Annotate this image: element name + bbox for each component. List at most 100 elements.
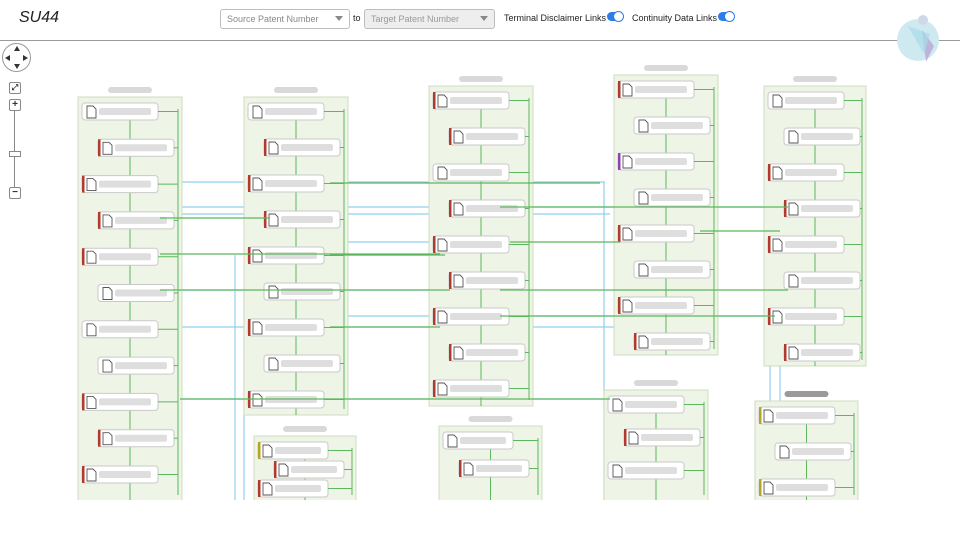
patent-node[interactable]: [432, 379, 510, 398]
patent-node[interactable]: [81, 465, 159, 484]
patent-label-redacted: [115, 434, 167, 442]
top-toolbar: SU44 Source Patent Number to Target Pate…: [0, 0, 960, 62]
patent-node[interactable]: [633, 332, 711, 351]
patent-node[interactable]: [263, 138, 341, 157]
patent-node[interactable]: [97, 356, 175, 375]
patent-label-redacted: [115, 144, 167, 152]
patent-node[interactable]: [458, 459, 530, 478]
continuity-toggle[interactable]: [718, 11, 735, 22]
document-icon: [437, 238, 448, 252]
patent-node[interactable]: [758, 478, 836, 497]
patent-node[interactable]: [81, 247, 159, 266]
document-icon: [437, 166, 448, 180]
patent-node[interactable]: [607, 461, 685, 480]
pan-control[interactable]: [2, 43, 31, 72]
patent-label-redacted: [275, 485, 321, 492]
pan-right-icon[interactable]: [23, 55, 28, 61]
source-patent-placeholder: Source Patent Number: [227, 14, 319, 24]
patent-node[interactable]: [442, 431, 514, 450]
patent-node[interactable]: [617, 152, 695, 171]
document-icon: [772, 238, 783, 252]
document-icon: [268, 141, 279, 155]
patent-family-group: [253, 426, 357, 500]
patent-node[interactable]: [767, 91, 845, 110]
patent-node[interactable]: [774, 442, 852, 461]
pan-up-icon[interactable]: [14, 46, 20, 51]
document-icon: [437, 94, 448, 108]
patent-node[interactable]: [432, 307, 510, 326]
zoom-slider-track[interactable]: [14, 111, 15, 188]
zoom-out-icon[interactable]: −: [9, 187, 21, 199]
patent-label-redacted: [281, 288, 333, 295]
patent-node[interactable]: [607, 395, 685, 414]
patent-node[interactable]: [623, 428, 701, 447]
document-icon: [779, 445, 790, 459]
status-marker: [433, 92, 436, 109]
patent-node[interactable]: [263, 210, 341, 229]
patent-node[interactable]: [767, 235, 845, 254]
patent-node[interactable]: [783, 343, 861, 362]
patent-node[interactable]: [97, 284, 175, 302]
document-icon: [102, 214, 113, 228]
patent-node[interactable]: [432, 163, 510, 182]
patent-node[interactable]: [263, 282, 341, 301]
patent-node[interactable]: [247, 102, 325, 121]
patent-node[interactable]: [448, 343, 526, 362]
group-header-redacted: [459, 76, 503, 82]
patent-node[interactable]: [783, 127, 861, 146]
patent-node[interactable]: [247, 174, 325, 193]
patent-node[interactable]: [432, 235, 510, 254]
document-icon: [86, 468, 97, 482]
patent-node[interactable]: [247, 318, 325, 337]
pan-down-icon[interactable]: [14, 64, 20, 69]
patent-node[interactable]: [617, 80, 695, 99]
patent-node[interactable]: [97, 211, 175, 230]
patent-node[interactable]: [257, 479, 329, 498]
patent-node[interactable]: [448, 271, 526, 290]
document-icon: [268, 213, 279, 227]
patent-node[interactable]: [81, 392, 159, 411]
patent-node[interactable]: [617, 296, 695, 315]
terminal-disclaimer-toggle[interactable]: [607, 11, 624, 22]
patent-node[interactable]: [81, 320, 159, 339]
status-marker: [433, 380, 436, 397]
patent-node[interactable]: [633, 188, 711, 207]
patent-label-redacted: [450, 385, 502, 392]
patent-node[interactable]: [97, 429, 175, 448]
zoom-slider-handle[interactable]: [9, 151, 21, 157]
source-patent-select[interactable]: Source Patent Number: [220, 9, 350, 29]
patent-node[interactable]: [448, 127, 526, 146]
patent-label-redacted: [801, 277, 853, 284]
fit-icon[interactable]: ⤢: [9, 82, 21, 94]
status-marker: [759, 479, 762, 496]
patent-label-redacted: [635, 302, 687, 309]
patent-node[interactable]: [758, 406, 836, 425]
zoom-in-icon[interactable]: +: [9, 99, 21, 111]
document-icon: [447, 434, 458, 448]
patent-family-group: [438, 416, 543, 500]
patent-family-graph[interactable]: [0, 41, 960, 500]
patent-node[interactable]: [783, 199, 861, 218]
patent-node[interactable]: [273, 460, 345, 479]
patent-node[interactable]: [81, 175, 159, 194]
status-marker: [768, 164, 771, 181]
document-icon: [86, 395, 97, 409]
patent-node[interactable]: [633, 260, 711, 279]
patent-node[interactable]: [448, 199, 526, 218]
patent-node[interactable]: [81, 102, 159, 121]
pan-left-icon[interactable]: [5, 55, 10, 61]
patent-label-redacted: [785, 97, 837, 104]
patent-node[interactable]: [783, 271, 861, 290]
patent-node[interactable]: [97, 138, 175, 157]
status-marker: [618, 81, 621, 98]
patent-node[interactable]: [257, 441, 329, 460]
patent-node[interactable]: [432, 91, 510, 110]
patent-node[interactable]: [617, 224, 695, 243]
status-marker: [634, 333, 637, 350]
patent-node[interactable]: [247, 246, 325, 265]
patent-node[interactable]: [767, 163, 845, 182]
patent-node[interactable]: [633, 116, 711, 135]
patent-node[interactable]: [767, 307, 845, 326]
target-patent-select[interactable]: Target Patent Number: [364, 9, 495, 29]
patent-node[interactable]: [263, 354, 341, 373]
